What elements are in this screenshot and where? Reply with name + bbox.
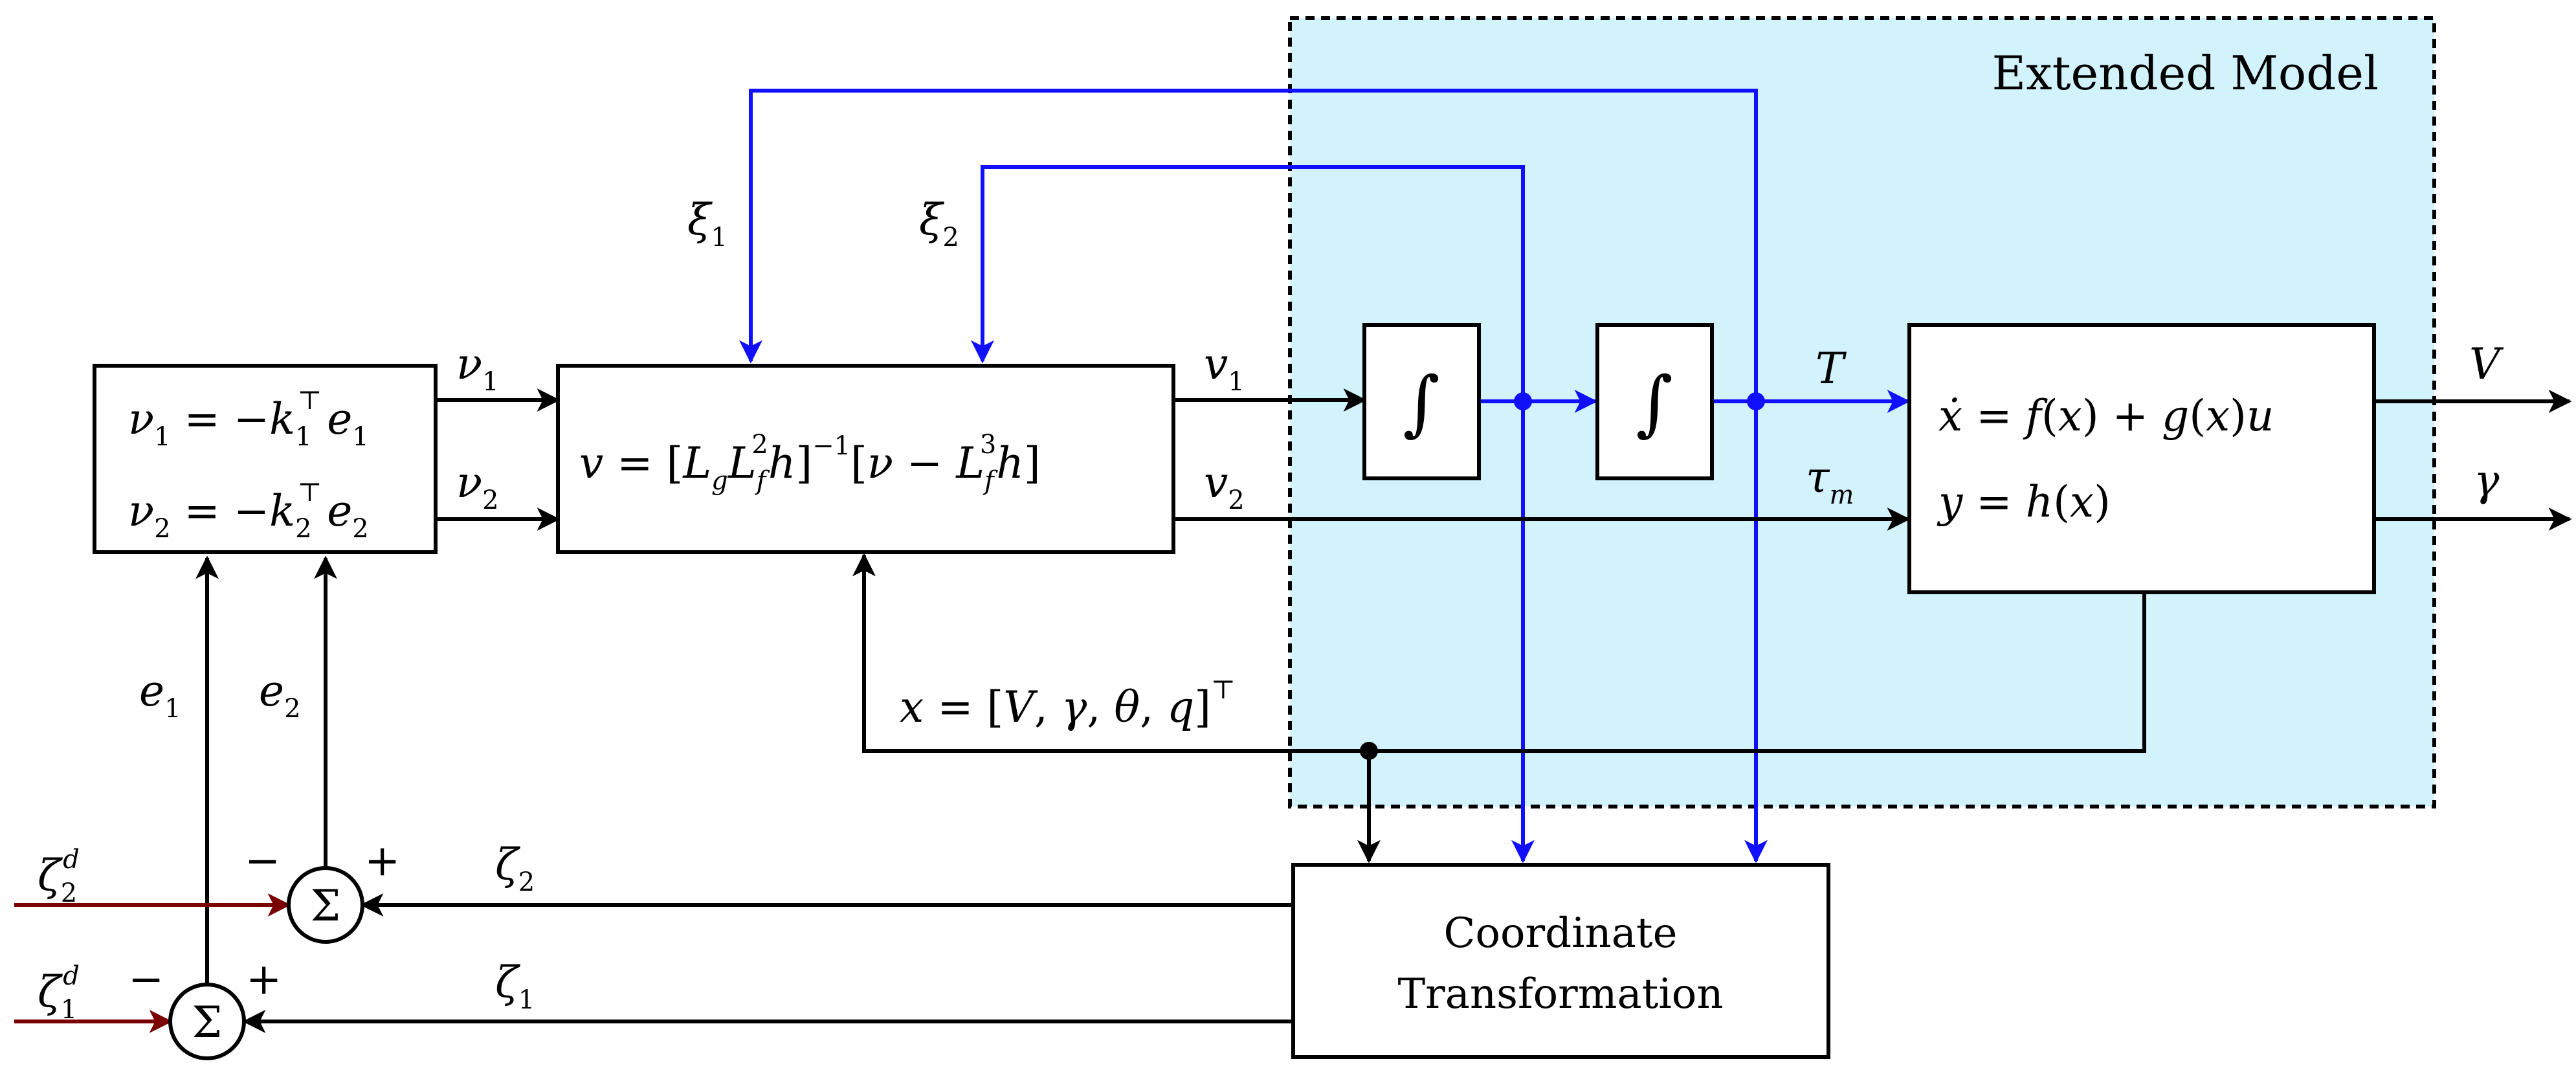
transform-label-line2: Transformation (1397, 970, 1723, 1018)
label-zeta1: ζ1 (495, 957, 535, 1015)
label-gamma-output: γ (2474, 456, 2500, 506)
plant-output-equation: y = h(x) (1937, 477, 2111, 527)
label-zeta2: ζ2 (495, 840, 535, 897)
controller-line2: ν2 = −k2⊤e2 (128, 478, 369, 544)
label-velocity-output: V (2469, 339, 2504, 389)
label-e1: e1 (139, 666, 181, 724)
label-state-vector: x = [V, γ, θ, q]⊤ (900, 675, 1236, 732)
label-e2: e2 (259, 666, 301, 724)
xi1-junction-dot (1747, 392, 1765, 410)
linearization-block: v = [LgLf2h]−1[ν − Lf3h] (556, 364, 1175, 554)
plant-dynamics-equation: ẋ = f(x) + g(x)u (1938, 391, 2274, 441)
label-zeta2d: ζ2d (38, 845, 80, 908)
label-nu1: ν1 (456, 339, 499, 397)
label-tau-m: τm (1806, 452, 1854, 510)
controller-line1: ν1 = −k1⊤e1 (128, 386, 369, 452)
sign-plus-1: + (246, 954, 282, 1004)
label-nu2: ν2 (456, 458, 499, 515)
sign-minus-1: − (128, 954, 164, 1004)
integral-sign-2: ∫ (1636, 361, 1672, 444)
state-feedback-line (852, 553, 2146, 753)
label-xi1: ξ1 (687, 195, 727, 252)
xi2-feedback-line (971, 165, 1535, 864)
svg-text:Σ: Σ (311, 881, 341, 931)
sign-minus-2: − (245, 836, 280, 886)
integrator-2-block: ∫ (1595, 323, 1714, 480)
label-v2: v2 (1204, 458, 1245, 515)
summing-junction-1: Σ (168, 983, 246, 1060)
label-thrust: T (1815, 344, 1847, 394)
xi1-feedback-line (739, 89, 1768, 864)
summing-junction-2: Σ (287, 866, 364, 944)
coordinate-transformation-block: Coordinate Transformation (1291, 863, 1830, 1059)
svg-text:Σ: Σ (192, 998, 223, 1047)
sign-plus-2: + (364, 836, 400, 886)
extended-model-title: Extended Model (1992, 46, 2379, 100)
integral-sign-1: ∫ (1403, 361, 1439, 444)
label-zeta1d: ζ1d (38, 961, 80, 1025)
transform-label-line1: Coordinate (1443, 909, 1677, 957)
controller-block: ν1 = −k1⊤e1 ν2 = −k2⊤e2 (93, 364, 438, 554)
integrator-1-block: ∫ (1362, 323, 1481, 480)
linearization-expression: v = [LgLf2h]−1[ν − Lf3h] (579, 430, 1041, 496)
plant-block: ẋ = f(x) + g(x)u y = h(x) (1907, 323, 2376, 594)
xi2-junction-dot (1514, 392, 1532, 410)
state-junction-dot (1360, 742, 1378, 760)
label-v1: v1 (1204, 339, 1245, 397)
label-xi2: ξ2 (919, 195, 959, 252)
